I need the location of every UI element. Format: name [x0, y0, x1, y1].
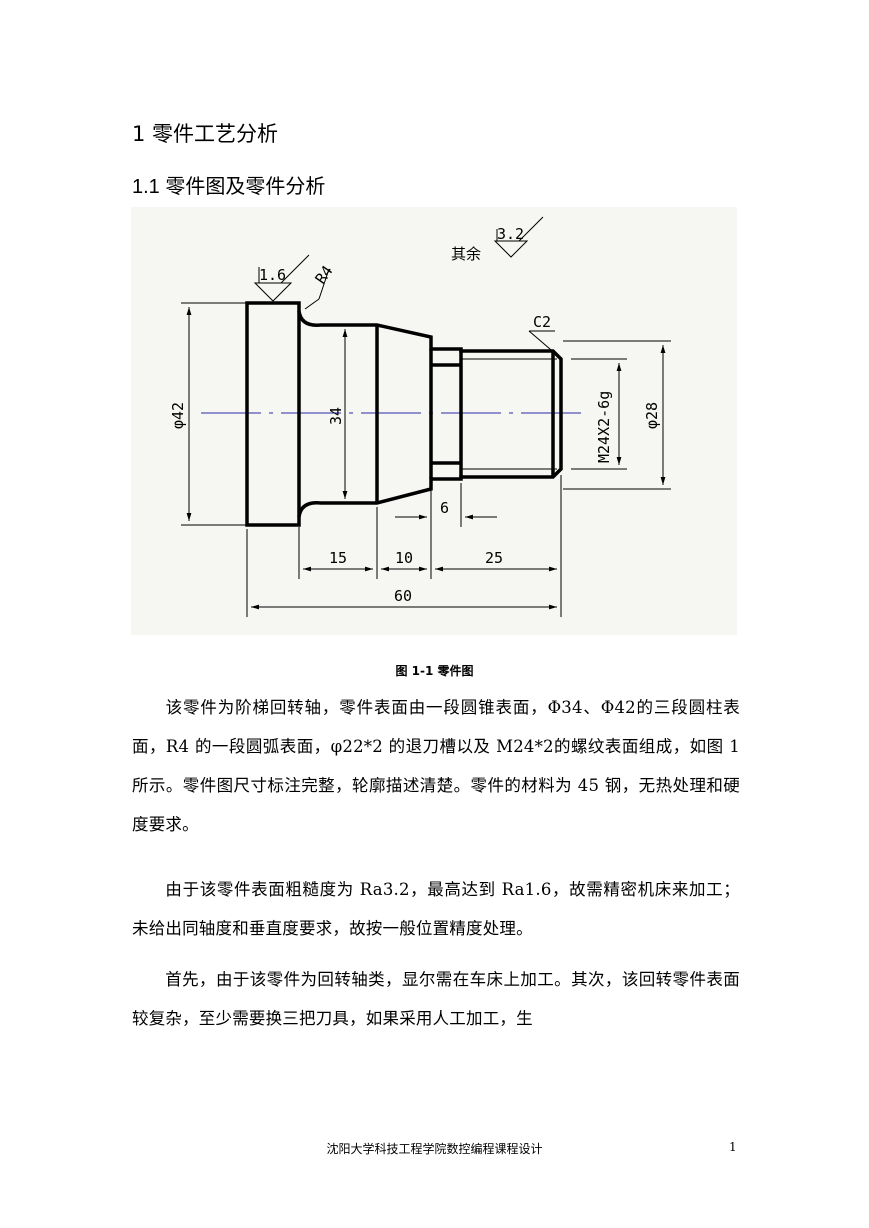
- roughness-symbol-face: [253, 254, 310, 302]
- section-heading: 1 零件工艺分析: [132, 122, 279, 146]
- dim-len-60: 60: [394, 587, 412, 605]
- dim-dia-mid: 34: [327, 407, 345, 425]
- roughness-symbol-other: [493, 216, 544, 258]
- chamfer-leader: [528, 330, 558, 356]
- radius-label: R4: [312, 262, 337, 287]
- paragraph-1-text: 该零件为阶梯回转轴，零件表面由一段圆锥表面，Φ34、Φ42的三段圆柱表面，R4 …: [132, 698, 740, 834]
- paragraph-2: 由于该零件表面粗糙度为 Ra3.2，最高达到 Ra1.6，故需精密机床来加工；未…: [132, 870, 740, 948]
- dim-thread: M24X2-6g: [595, 391, 613, 463]
- paragraph-2-text: 由于该零件表面粗糙度为 Ra3.2，最高达到 Ra1.6，故需精密机床来加工；未…: [132, 880, 740, 938]
- dim-groove: 6: [440, 499, 449, 517]
- page-footer: 沈阳大学科技工程学院数控编程课程设计: [326, 1142, 543, 1156]
- roughness-other-value: 3.2: [497, 225, 524, 243]
- roughness-face-value: 1.6: [259, 266, 286, 284]
- paragraph-1: 该零件为阶梯回转轴，零件表面由一段圆锥表面，Φ34、Φ42的三段圆柱表面，R4 …: [132, 688, 740, 844]
- paragraph-3: 首先，由于该零件为回转轴类，显尔需在车床上加工。其次，该回转零件表面较复杂，至少…: [132, 960, 740, 1038]
- page-number: 1: [729, 1140, 737, 1154]
- dim-dia-left: φ42: [169, 402, 187, 429]
- part-drawing: φ42 34 M24X2-6g φ28 6: [131, 207, 737, 635]
- roughness-other-label: 其余: [451, 245, 481, 263]
- figure-caption: 图 1-1 零件图: [395, 664, 474, 678]
- dim-dia-right: φ28: [643, 402, 661, 429]
- chamfer-label: C2: [533, 313, 551, 331]
- dim-len-25: 25: [485, 549, 503, 567]
- part-outline: [245, 301, 563, 527]
- subsection-heading: 1.1 零件图及零件分析: [132, 176, 326, 198]
- dim-len-10: 10: [395, 549, 413, 567]
- radius-leader: [304, 268, 330, 310]
- paragraph-3-text: 首先，由于该零件为回转轴类，显尔需在车床上加工。其次，该回转零件表面较复杂，至少…: [132, 970, 740, 1028]
- dim-len-15: 15: [329, 549, 347, 567]
